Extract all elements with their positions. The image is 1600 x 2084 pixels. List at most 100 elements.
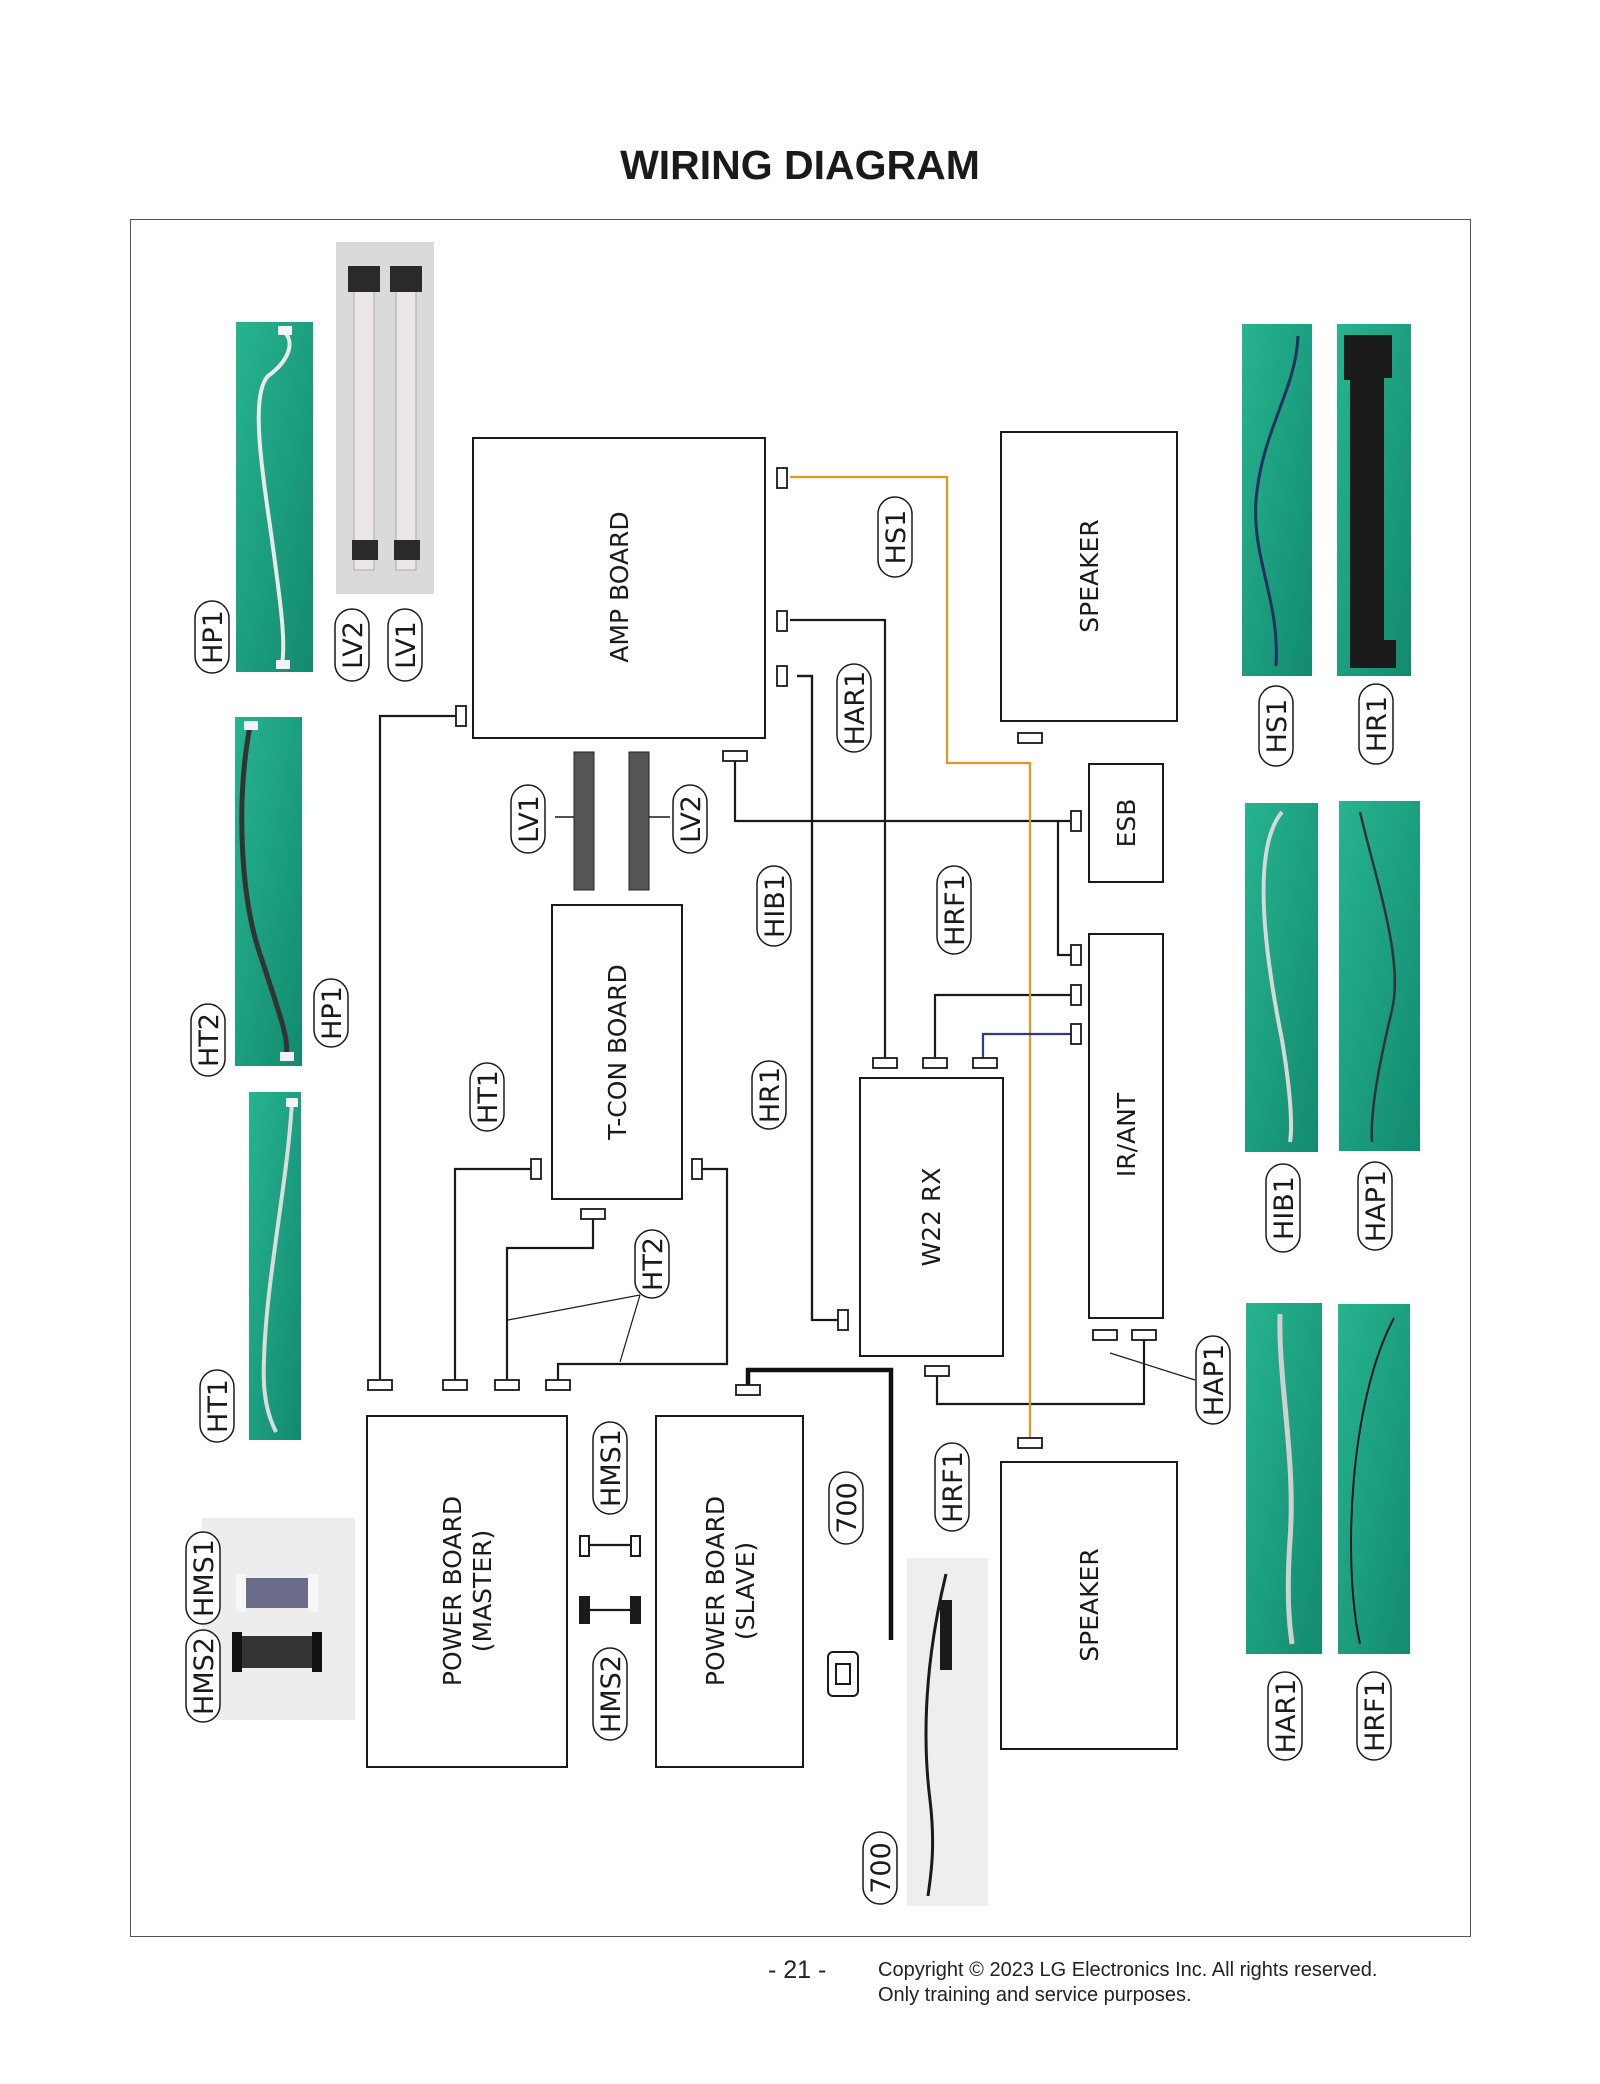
wire-har1 <box>790 618 887 1058</box>
cable-label-hs1: HS1 <box>877 496 913 578</box>
wire-hib1-b <box>797 674 814 1320</box>
photo-hp1 <box>236 322 313 672</box>
w22-connector-2 <box>922 1057 948 1069</box>
svg-text:HT2: HT2 <box>194 1013 225 1067</box>
page-title: WIRING DIAGRAM <box>620 142 980 188</box>
power-connector-2 <box>442 1379 468 1391</box>
amp-connector-har1 <box>776 610 788 632</box>
photo-lv-cables <box>336 242 434 594</box>
svg-text:LV2: LV2 <box>338 621 369 669</box>
cable-label-hrf1-top: HRF1 <box>936 865 972 955</box>
svg-text:HP1: HP1 <box>198 610 229 664</box>
copyright-line-1: Copyright © 2023 LG Electronics Inc. All… <box>878 1959 1378 1981</box>
diagram-frame <box>130 219 1471 1937</box>
photo-har1 <box>1246 1303 1322 1654</box>
cable-label-hib1: HIB1 <box>756 865 792 947</box>
wire-hap1 <box>981 1032 1075 1058</box>
photo-ht2 <box>235 717 302 1066</box>
svg-text:HRF1: HRF1 <box>938 1451 969 1523</box>
svg-text:700: 700 <box>832 1482 863 1534</box>
ir-connector-bottom-2 <box>1131 1329 1157 1341</box>
svg-text:HS1: HS1 <box>1262 699 1293 754</box>
photo-label-700: 700 <box>862 1831 898 1905</box>
photo-label-hap1: HAP1 <box>1357 1161 1393 1251</box>
tcon-board-label: T-CON BOARD <box>603 964 632 1140</box>
photo-ht1 <box>249 1092 301 1440</box>
photo-label-har1: HAR1 <box>1267 1671 1303 1761</box>
speaker-bottom-connector <box>1017 1437 1043 1449</box>
copyright-notice: Copyright © 2023 LG Electronics Inc. All… <box>878 1958 1377 2008</box>
svg-text:HIB1: HIB1 <box>1269 1176 1300 1240</box>
wire-hr1 <box>797 674 838 1322</box>
cable-label-lv2: LV2 <box>672 784 708 854</box>
wire-esb-ir <box>1056 821 1075 957</box>
hap1-label-leader <box>1109 1352 1196 1381</box>
cable-label-har1: HAR1 <box>836 663 872 753</box>
speaker-top <box>1000 431 1178 722</box>
cable-label-hap1: HAP1 <box>1195 1335 1231 1425</box>
svg-text:HT1: HT1 <box>203 1379 234 1433</box>
amp-connector-hs1 <box>776 467 788 489</box>
photo-label-hib1: HIB1 <box>1265 1163 1301 1253</box>
ir-ant-board <box>1088 933 1164 1319</box>
svg-text:HAR1: HAR1 <box>1271 1679 1302 1754</box>
cable-label-hp1: HP1 <box>313 978 349 1048</box>
page-number: - 21 - <box>768 1956 827 1984</box>
power-connector-1 <box>367 1379 393 1391</box>
w22-connector-bottom <box>924 1365 950 1377</box>
photo-label-lv2: LV2 <box>334 608 370 682</box>
wire-ht2-a <box>505 1218 595 1380</box>
svg-text:HR1: HR1 <box>1362 696 1393 752</box>
hms1-connector <box>579 1535 641 1557</box>
svg-text:HT2: HT2 <box>638 1237 669 1291</box>
svg-text:HS1: HS1 <box>881 510 912 565</box>
ir-connector-3 <box>1070 1023 1082 1045</box>
photo-label-hs1: HS1 <box>1258 685 1294 767</box>
ir-connector-2 <box>1070 984 1082 1006</box>
svg-text:HIB1: HIB1 <box>760 874 791 938</box>
svg-text:HMS1: HMS1 <box>189 1539 220 1617</box>
speaker-top-label: SPEAKER <box>1075 519 1104 632</box>
ir-ant-label: IR/ANT <box>1112 1092 1141 1177</box>
svg-text:HRF1: HRF1 <box>940 874 971 946</box>
w22-connector-3 <box>972 1057 998 1069</box>
tcon-connector-ht1 <box>530 1158 542 1180</box>
speaker-bottom <box>1000 1461 1178 1750</box>
ir-connector-1 <box>1070 944 1082 966</box>
svg-text:HT1: HT1 <box>473 1070 504 1124</box>
hms2-connector <box>579 1596 641 1624</box>
amp-board-label: AMP BOARD <box>605 511 634 662</box>
svg-text:LV2: LV2 <box>676 795 707 843</box>
photo-label-hms1: HMS1 <box>185 1531 221 1625</box>
wire-hs1 <box>790 475 1032 1442</box>
cable-label-ht1: HT1 <box>469 1062 505 1132</box>
cable-label-hms1: HMS1 <box>592 1421 628 1515</box>
photo-label-hp1: HP1 <box>194 600 230 674</box>
w22-connector-1 <box>872 1057 898 1069</box>
tcon-connector-right <box>691 1158 703 1180</box>
photo-hap1 <box>1339 801 1420 1151</box>
ht2-label-leader-2 <box>619 1294 641 1363</box>
photo-label-hms2: HMS2 <box>185 1629 221 1723</box>
photo-label-ht2: HT2 <box>190 1003 226 1077</box>
svg-text:HAR1: HAR1 <box>840 671 871 746</box>
tcon-connector-bottom <box>580 1208 606 1220</box>
plug-700 <box>827 1651 859 1697</box>
photo-hib1 <box>1245 803 1318 1152</box>
power-connector-4 <box>545 1379 571 1391</box>
cable-label-hms2: HMS2 <box>592 1647 628 1741</box>
svg-text:HAP1: HAP1 <box>1361 1170 1392 1242</box>
photo-label-hr1: HR1 <box>1358 683 1394 765</box>
svg-text:HRF1: HRF1 <box>1360 1680 1391 1752</box>
cable-label-hrf1-bottom: HRF1 <box>934 1442 970 1532</box>
svg-text:HR1: HR1 <box>755 1067 786 1123</box>
power-connector-3 <box>494 1379 520 1391</box>
photo-label-hrf1: HRF1 <box>1356 1671 1392 1761</box>
ht2-label-leader-1 <box>507 1294 641 1321</box>
power-board-master <box>366 1415 568 1768</box>
wire-ht1 <box>453 1167 533 1380</box>
wire-hib1 <box>733 756 1070 823</box>
ir-connector-bottom-1 <box>1092 1329 1118 1341</box>
photo-label-ht1: HT1 <box>199 1369 235 1443</box>
